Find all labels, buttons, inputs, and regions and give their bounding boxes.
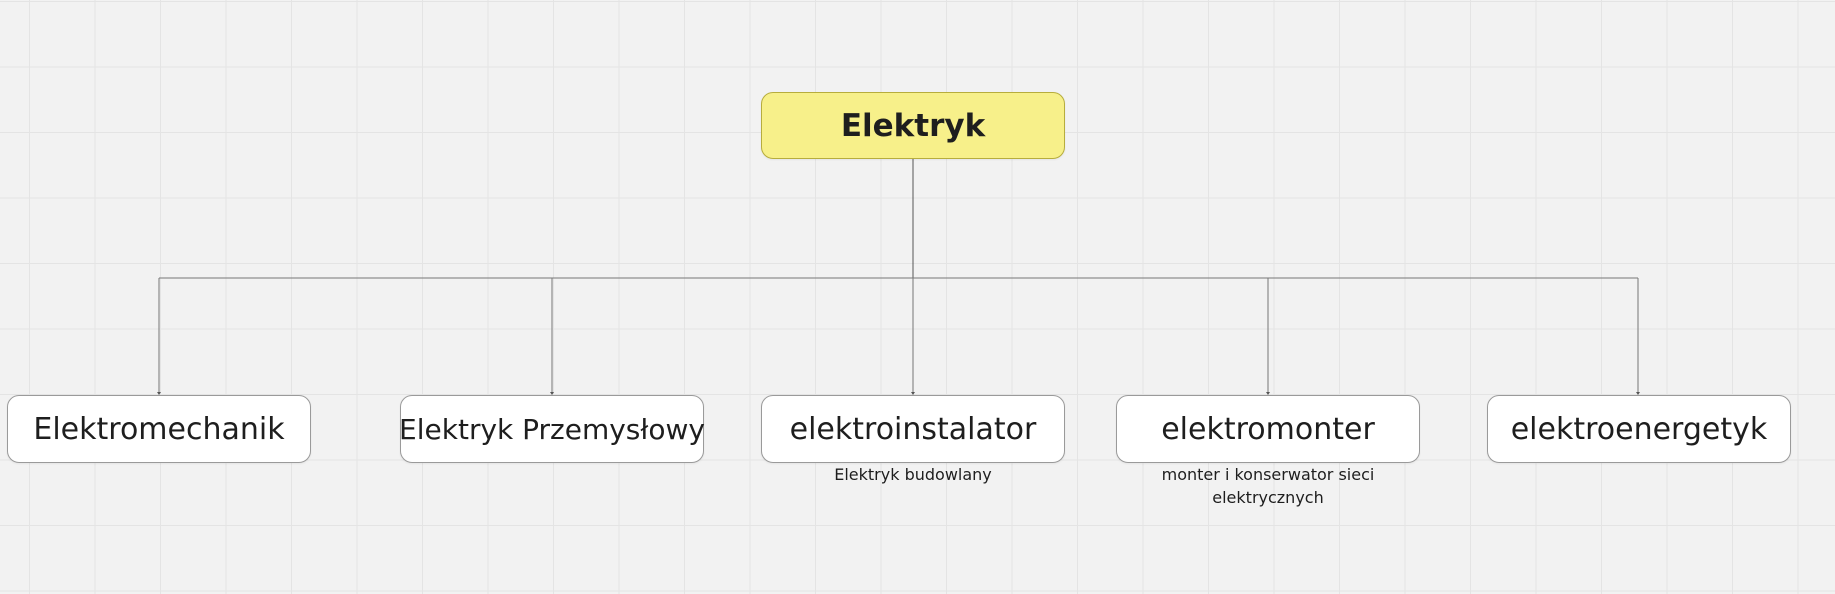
arrowhead-elektromechanik <box>157 392 161 395</box>
node-elektroinstalator[interactable]: elektroinstalator <box>761 395 1065 463</box>
arrowhead-elektryk-przemyslowy <box>550 392 554 395</box>
caption-elektroinstalator[interactable]: Elektryk budowlany <box>834 465 992 484</box>
node-elektryk-przemyslowy[interactable]: Elektryk Przemysłowy <box>399 395 705 463</box>
root-node-elektryk[interactable]: Elektryk <box>761 92 1065 159</box>
node-elektroenergetyk[interactable]: elektroenergetyk <box>1487 395 1791 463</box>
caption-elektromonter[interactable]: monter i konserwator sieci elektrycznych <box>1161 465 1375 507</box>
arrowhead-elektroenergetyk <box>1636 392 1640 395</box>
node-elektromonter[interactable]: elektromonter <box>1116 395 1420 463</box>
arrowhead-elektromonter <box>1266 392 1270 395</box>
arrowhead-elektroinstalator <box>911 392 915 395</box>
node-elektromechanik[interactable]: Elektromechanik <box>7 395 311 463</box>
